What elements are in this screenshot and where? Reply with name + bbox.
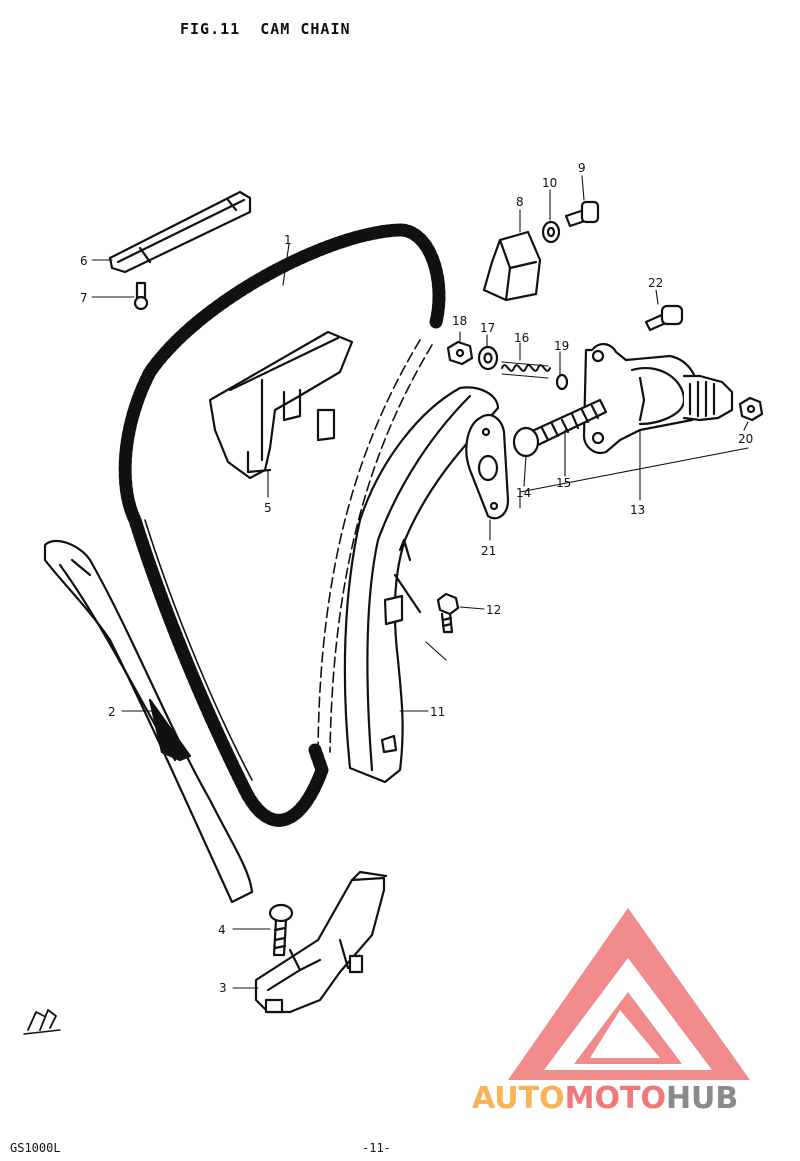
- lower-chain-guide: [254, 870, 388, 1014]
- callout-22: 22: [648, 276, 663, 290]
- front-chain-guide: [43, 539, 254, 904]
- callout-14: 14: [516, 486, 531, 500]
- callout-1: 1: [284, 233, 292, 247]
- callout-12: 12: [486, 603, 501, 617]
- gasket-21: [465, 414, 510, 520]
- callout-6: 6: [80, 254, 88, 268]
- model-code: GS1000L: [10, 1141, 61, 1155]
- bolt-4: [268, 903, 294, 957]
- page-number: -11-: [362, 1141, 391, 1155]
- watermark-text: AUTOMOTOHUB: [472, 1081, 738, 1116]
- ring-19: [555, 373, 569, 391]
- nut-18: [446, 340, 474, 366]
- callout-9: 9: [578, 161, 586, 175]
- callout-16: 16: [514, 331, 529, 345]
- callout-21: 21: [481, 544, 496, 558]
- callout-8: 8: [516, 195, 524, 209]
- watermark-hub: HUB: [666, 1081, 738, 1116]
- watermark-logo: [508, 908, 750, 1080]
- callout-13: 13: [630, 503, 645, 517]
- watermark-auto: AUTO: [472, 1081, 565, 1116]
- callout-5: 5: [264, 501, 272, 515]
- watermark-moto: MOTO: [565, 1081, 666, 1116]
- stopper-block: [482, 230, 542, 302]
- tensioner-body: [582, 343, 734, 454]
- figure-title: CAM CHAIN: [260, 20, 351, 38]
- bolt-9: [564, 200, 600, 228]
- callout-19: 19: [554, 339, 569, 353]
- callout-10: 10: [542, 176, 557, 190]
- small-logo-mark: [23, 1009, 61, 1035]
- washer-17: [477, 345, 499, 371]
- guide-bolt: [436, 592, 460, 634]
- cam-chain: [118, 223, 446, 827]
- bolt-22: [644, 304, 684, 332]
- spring-16: [501, 361, 551, 379]
- guide-screw: [133, 281, 149, 311]
- callout-4: 4: [218, 923, 226, 937]
- page-title: FIG.11 CAM CHAIN: [180, 20, 351, 38]
- callout-18: 18: [452, 314, 467, 328]
- rod-tip-14: [512, 426, 540, 458]
- callout-17: 17: [480, 321, 495, 335]
- callout-3: 3: [219, 981, 227, 995]
- callout-15: 15: [556, 476, 571, 490]
- figure-number: FIG.11: [180, 20, 241, 38]
- washer-10: [541, 220, 561, 244]
- upper-chain-guide: [108, 190, 252, 274]
- callout-7: 7: [80, 291, 88, 305]
- chain-guide-bridge: [208, 330, 354, 480]
- leader-lines: [91, 175, 749, 989]
- callout-11: 11: [430, 705, 445, 719]
- nut-20: [738, 396, 764, 422]
- callout-20: 20: [738, 432, 753, 446]
- callout-2: 2: [108, 705, 116, 719]
